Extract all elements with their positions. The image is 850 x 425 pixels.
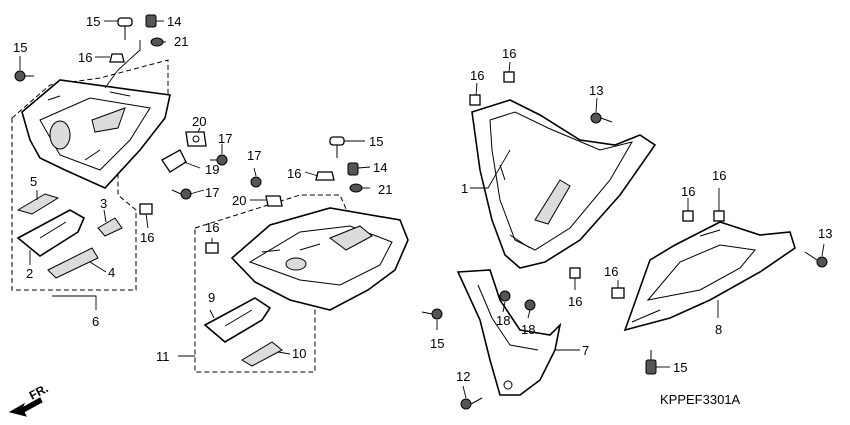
part-3-pad [97, 217, 123, 237]
callout-15: 15 [430, 336, 444, 351]
part-1-lower-cowl [471, 99, 657, 269]
part-8-side-cowl [623, 221, 796, 332]
callout-16: 16 [502, 46, 516, 61]
clip-16-upper-left [109, 53, 125, 63]
callout-16: 16 [78, 50, 92, 65]
clip-16-center [315, 171, 335, 181]
callout-14: 14 [373, 160, 387, 175]
inner-cover-panel [21, 79, 171, 189]
callout-21: 21 [174, 34, 188, 49]
grommet-21-top [150, 37, 164, 47]
part-4-pad [47, 247, 99, 279]
clip-16-right-f [611, 287, 625, 299]
screw-15-center [329, 136, 345, 158]
collar-20-left [185, 131, 207, 147]
nut-14-center [347, 162, 359, 176]
front-direction-label: FR. [27, 381, 51, 402]
callout-3: 3 [100, 196, 107, 211]
callout-6: 6 [92, 314, 99, 329]
callout-17: 17 [247, 148, 261, 163]
clip-16-right-b [503, 71, 515, 83]
callout-16: 16 [287, 166, 301, 181]
clip-16-right-d [682, 210, 694, 222]
screw-18-b [524, 299, 536, 311]
screw-13-right [804, 251, 828, 268]
callout-16: 16 [205, 220, 219, 235]
part-5-pad [16, 193, 60, 215]
diagram-code: KPPEF3301A [660, 392, 741, 407]
callout-16: 16 [568, 294, 582, 309]
part-9-bracket [203, 297, 272, 343]
screw-15-top [117, 17, 133, 40]
part-2-bracket [16, 209, 86, 257]
screw-15-bottom-right [645, 350, 657, 375]
callout-17: 17 [205, 185, 219, 200]
callout-20: 20 [232, 193, 246, 208]
screw-17-c [250, 176, 262, 188]
collar-20-center [265, 195, 283, 207]
leader-lines [19, 20, 825, 399]
screw-15-left [14, 70, 34, 82]
callout-16: 16 [712, 168, 726, 183]
part-10-pad [241, 341, 283, 367]
callout-13: 13 [818, 226, 832, 241]
callout-12: 12 [456, 369, 470, 384]
bracket-19 [161, 149, 187, 173]
screw-15-middle-right [421, 308, 443, 320]
clip-16-mid-left [139, 203, 153, 215]
callout-4: 4 [108, 265, 115, 280]
callout-15: 15 [86, 14, 100, 29]
callout-5: 5 [30, 174, 37, 189]
callout-20: 20 [192, 114, 206, 129]
screw-18-a [499, 290, 511, 302]
callout-2: 2 [26, 266, 33, 281]
callout-9: 9 [208, 290, 215, 305]
callout-7: 7 [582, 343, 589, 358]
screw-17-b [171, 188, 192, 200]
callout-17: 17 [218, 131, 232, 146]
callout-10: 10 [292, 346, 306, 361]
callout-18: 18 [496, 313, 510, 328]
screw-17-a [210, 154, 228, 166]
clip-16-right-a [469, 94, 481, 106]
clip-16-right-c [569, 267, 581, 279]
callout-16: 16 [681, 184, 695, 199]
callout-21: 21 [378, 182, 392, 197]
callout-14: 14 [167, 14, 181, 29]
callout-13: 13 [589, 83, 603, 98]
part-7-lower-panel [456, 269, 562, 396]
middle-cover-panel [230, 207, 409, 311]
callout-16: 16 [140, 230, 154, 245]
screw-12 [460, 397, 483, 410]
screw-13-upper [590, 112, 613, 124]
callout-8: 8 [715, 322, 722, 337]
clip-16-right-e [713, 210, 725, 222]
clip-16-group11 [205, 242, 219, 254]
callout-19: 19 [205, 162, 219, 177]
callout-11: 11 [156, 349, 170, 364]
callout-15: 15 [369, 134, 383, 149]
callout-16: 16 [604, 264, 618, 279]
callout-1: 1 [461, 181, 468, 196]
front-direction-arrow: FR. [8, 381, 51, 417]
callout-18: 18 [521, 322, 535, 337]
grommet-21-center [349, 183, 363, 193]
callout-16: 16 [470, 68, 484, 83]
nut-14-top [145, 14, 157, 28]
callout-15: 15 [673, 360, 687, 375]
callout-15: 15 [13, 40, 27, 55]
